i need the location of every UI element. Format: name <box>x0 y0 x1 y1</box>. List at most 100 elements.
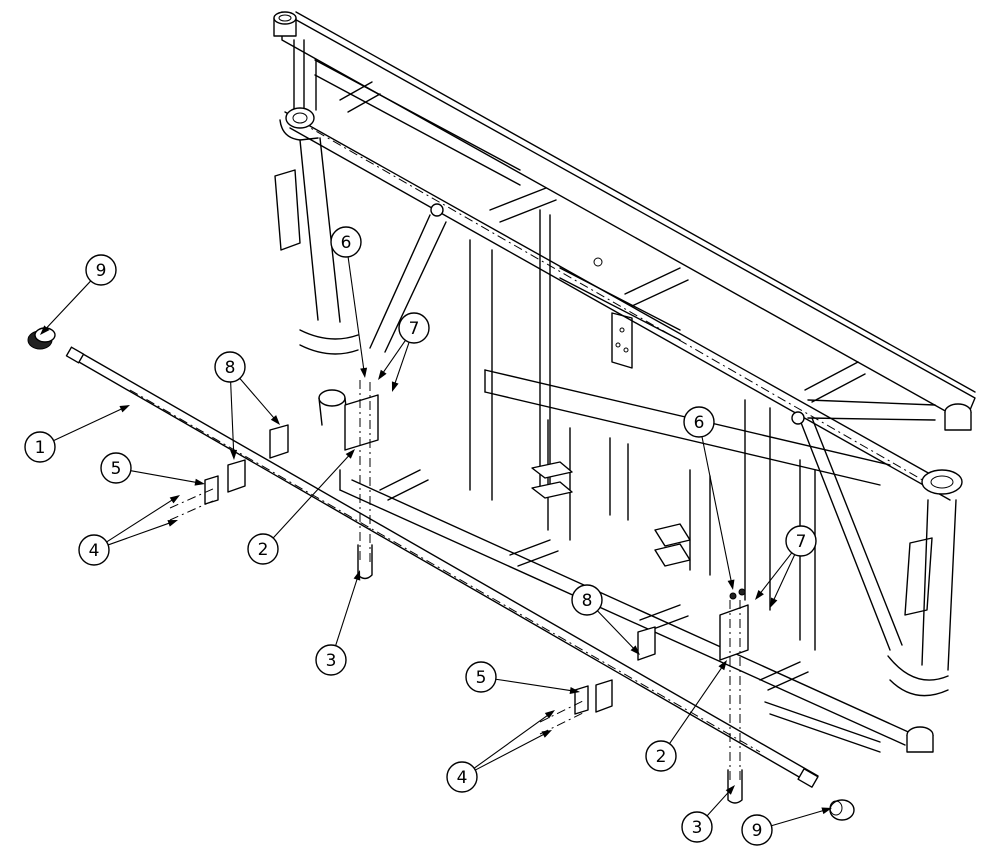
callout-7-9 <box>391 342 410 392</box>
leader-line <box>394 342 410 385</box>
callout-balloon <box>683 406 715 438</box>
callout-number: 9 <box>96 261 107 281</box>
callout-number: 7 <box>796 532 807 552</box>
callout-3-20: 3 <box>681 785 735 843</box>
callout-balloon <box>24 431 56 463</box>
leader-arrowhead <box>345 449 355 459</box>
callout-balloon <box>446 761 478 793</box>
callout-number: 5 <box>111 459 122 479</box>
callout-number: 2 <box>258 540 269 560</box>
callout-7-14 <box>770 554 796 608</box>
leader-arrowhead <box>821 807 832 815</box>
main-frame <box>273 11 976 753</box>
callout-1-1: 1 <box>24 405 130 463</box>
callout-number: 3 <box>326 651 337 671</box>
end-cap-right <box>829 799 855 821</box>
leader-line <box>706 790 731 817</box>
leader-arrowhead <box>718 660 727 671</box>
end-cap-left <box>27 327 56 350</box>
callout-number: 4 <box>457 768 468 788</box>
leader-line <box>382 340 406 374</box>
callout-7-13: 7 <box>755 525 817 600</box>
callout-balloon <box>465 661 497 693</box>
leader-line <box>335 577 359 646</box>
callout-balloon <box>785 525 817 557</box>
callout-6-7: 6 <box>330 226 368 378</box>
leader-arrowhead <box>378 369 387 380</box>
leader-arrowhead <box>755 589 764 600</box>
callout-number: 2 <box>656 747 667 767</box>
callout-5-4: 5 <box>100 452 205 486</box>
leader-line <box>130 470 198 484</box>
callout-4-5: 4 <box>78 495 180 566</box>
leader-arrowhead <box>569 687 580 694</box>
callout-balloon <box>645 740 677 772</box>
leader-line <box>107 522 171 546</box>
leader-line <box>475 733 546 771</box>
callout-balloon <box>78 534 110 566</box>
leader-arrowhead <box>40 325 50 335</box>
callout-layer: 9 1 8 5 4 6 7 2 3 6 7 8 5 2 4 3 9 <box>24 226 832 846</box>
callout-6-12: 6 <box>683 406 735 590</box>
callout-8-2: 8 <box>214 351 246 460</box>
leader-line <box>759 552 793 595</box>
leader-arrowhead <box>544 710 555 719</box>
leader-arrowhead <box>630 645 640 655</box>
right-mount <box>539 588 749 804</box>
leader-line <box>272 454 350 539</box>
callout-number: 5 <box>476 668 487 688</box>
callout-balloon <box>247 533 279 565</box>
leader-line <box>772 554 796 601</box>
leader-line <box>495 678 573 692</box>
left-mount <box>169 380 379 580</box>
callout-number: 7 <box>409 319 420 339</box>
callout-4-6 <box>107 520 178 546</box>
leader-arrowhead <box>169 495 180 504</box>
callout-8-15: 8 <box>571 584 640 655</box>
leader-arrowhead <box>770 597 778 608</box>
callout-balloon <box>330 226 362 258</box>
leader-arrowhead <box>727 579 735 590</box>
leader-arrowhead <box>119 405 130 413</box>
callout-number: 1 <box>35 438 46 458</box>
leader-arrowhead <box>360 367 368 378</box>
callout-3-11: 3 <box>315 570 361 676</box>
callout-9-0: 9 <box>40 254 117 335</box>
leader-arrowhead <box>194 478 205 486</box>
callout-number: 4 <box>89 541 100 561</box>
leader-arrowhead <box>391 381 399 392</box>
callout-balloon <box>741 814 773 846</box>
callout-number: 8 <box>582 591 593 611</box>
callout-balloon <box>571 584 603 616</box>
leader-line <box>473 714 549 769</box>
callout-balloon <box>85 254 117 286</box>
callout-number: 6 <box>341 233 352 253</box>
callout-balloon <box>681 811 713 843</box>
leader-line <box>597 610 635 650</box>
callout-balloon <box>398 312 430 344</box>
callout-balloon <box>100 452 132 484</box>
callout-4-18: 4 <box>446 710 555 793</box>
callout-number: 3 <box>692 818 703 838</box>
leader-arrowhead <box>725 785 735 795</box>
callout-7-8: 7 <box>378 312 430 380</box>
leader-arrowhead <box>230 449 238 460</box>
callout-4-19 <box>475 730 552 771</box>
callout-number: 9 <box>752 821 763 841</box>
callout-balloon <box>315 644 347 676</box>
leader-arrowhead <box>541 730 552 738</box>
callout-number: 6 <box>694 413 705 433</box>
leader-line <box>669 666 723 744</box>
leader-arrowhead <box>353 570 361 581</box>
leader-line <box>106 498 174 543</box>
leader-line <box>53 407 123 442</box>
leader-line <box>230 381 235 453</box>
callout-2-10: 2 <box>247 449 355 565</box>
leader-line <box>45 280 92 330</box>
callout-balloon <box>214 351 246 383</box>
leader-line <box>347 256 365 371</box>
leader-arrowhead <box>167 520 178 527</box>
callout-9-21: 9 <box>741 807 832 846</box>
